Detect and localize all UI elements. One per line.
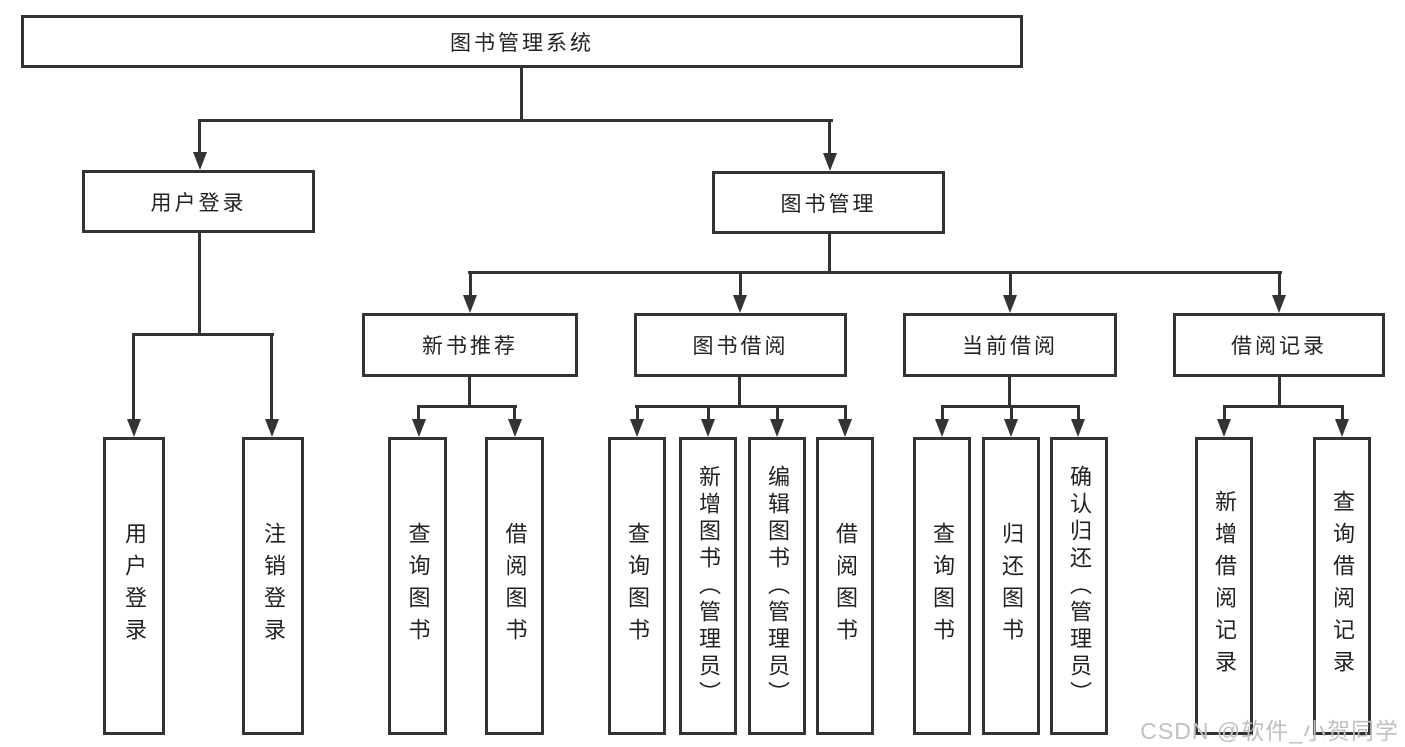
connector-line [198, 119, 201, 155]
connector-line [198, 119, 833, 122]
leaf-query-books-current: 查询图书 [913, 437, 971, 735]
connector-line [520, 66, 523, 122]
connector-line [468, 271, 1282, 274]
connector-line [270, 333, 273, 421]
arrowhead-down [193, 152, 207, 170]
connector-line [636, 405, 639, 421]
arrowhead-down [733, 295, 747, 313]
connector-line [468, 376, 471, 407]
connector-line [198, 231, 201, 335]
connector-line [132, 333, 135, 421]
arrowhead-down [1071, 419, 1085, 437]
arrowhead-down [265, 419, 279, 437]
arrowhead-down [412, 419, 426, 437]
connector-line [1341, 405, 1344, 421]
arrowhead-down [508, 419, 522, 437]
connector-line [776, 405, 779, 421]
connector-line [417, 405, 517, 408]
node-current-borrowing: 当前借阅 [903, 313, 1117, 377]
leaf-confirm-return-admin: 确认归还（管理员） [1050, 437, 1108, 735]
connector-line [1008, 376, 1011, 407]
watermark: CSDN @软件_小贺同学 [1140, 718, 1399, 744]
node-book-management: 图书管理 [712, 171, 945, 234]
connector-line [1223, 405, 1343, 408]
arrowhead-down [1004, 419, 1018, 437]
arrowhead-down [630, 419, 644, 437]
leaf-query-books-borrow: 查询图书 [608, 437, 666, 735]
node-new-book-recommendation: 新书推荐 [362, 313, 578, 377]
leaf-return-books: 归还图书 [982, 437, 1040, 735]
leaf-borrow-books-borrow: 借阅图书 [816, 437, 874, 735]
arrowhead-down [127, 419, 141, 437]
connector-line [1009, 271, 1012, 297]
connector-line [828, 232, 831, 273]
connector-line [828, 119, 831, 156]
leaf-add-borrow-record: 新增借阅记录 [1195, 437, 1253, 735]
connector-line [739, 271, 742, 297]
leaf-user-login: 用户登录 [103, 437, 165, 735]
arrowhead-down [823, 153, 837, 171]
leaf-edit-books-admin: 编辑图书（管理员） [748, 437, 806, 735]
arrowhead-down [701, 419, 715, 437]
connector-line [941, 405, 944, 421]
leaf-logout-login: 注销登录 [242, 437, 304, 735]
connector-line [513, 405, 516, 421]
connector-line [1010, 405, 1013, 421]
node-root: 图书管理系统 [21, 15, 1023, 68]
node-book-borrowing: 图书借阅 [634, 313, 847, 377]
node-borrowing-records: 借阅记录 [1173, 313, 1385, 377]
connector-line [1278, 271, 1281, 297]
arrowhead-down [838, 419, 852, 437]
arrowhead-down [463, 295, 477, 313]
connector-line [707, 405, 710, 421]
arrowhead-down [770, 419, 784, 437]
leaf-borrow-books-newrec: 借阅图书 [485, 437, 544, 735]
arrowhead-down [1335, 419, 1349, 437]
connector-line [635, 405, 846, 408]
leaf-add-books-admin: 新增图书（管理员） [679, 437, 737, 735]
connector-line [1278, 376, 1281, 407]
connector-line [1077, 405, 1080, 421]
node-user-login: 用户登录 [82, 170, 315, 233]
connector-line [132, 333, 274, 336]
connector-line [417, 405, 420, 421]
connector-line [844, 405, 847, 421]
arrowhead-down [935, 419, 949, 437]
leaf-query-books-newrec: 查询图书 [388, 437, 447, 735]
connector-line [738, 376, 741, 407]
connector-line [1223, 405, 1226, 421]
arrowhead-down [1272, 295, 1286, 313]
arrowhead-down [1003, 295, 1017, 313]
arrowhead-down [1217, 419, 1231, 437]
connector-line [469, 271, 472, 297]
leaf-query-borrow-record: 查询借阅记录 [1313, 437, 1371, 735]
